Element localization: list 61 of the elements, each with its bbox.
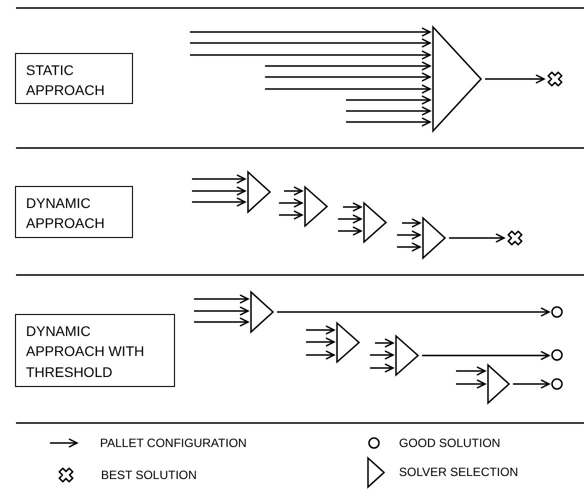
arrow <box>346 106 431 116</box>
arrow <box>284 186 303 196</box>
arrow <box>190 50 431 60</box>
legend-label: BEST SOLUTION <box>101 468 197 482</box>
arrow <box>265 61 431 71</box>
arrow <box>190 38 431 48</box>
approach-label: DYNAMIC APPROACH <box>26 194 106 234</box>
arrow <box>370 363 394 373</box>
circle-mark <box>551 378 563 390</box>
arrow <box>485 74 545 84</box>
arrow <box>375 338 394 348</box>
circle-mark <box>551 306 563 318</box>
approach-box <box>15 186 133 238</box>
arrow <box>190 27 431 37</box>
arrow <box>402 218 421 228</box>
arrow <box>370 350 394 360</box>
arrow <box>306 350 335 360</box>
approach-box <box>15 53 133 104</box>
approach-label: STATIC APPROACH <box>26 61 106 100</box>
approach-box <box>15 314 175 387</box>
arrow <box>397 242 421 252</box>
triangle-shape <box>336 322 360 363</box>
arrow <box>306 325 335 335</box>
arrow <box>338 226 362 236</box>
arrow <box>192 174 246 184</box>
triangle-shape <box>487 364 510 404</box>
arrow <box>277 307 550 317</box>
arrow <box>265 72 431 82</box>
arrow <box>279 210 303 220</box>
arrow <box>194 294 249 304</box>
arrow <box>513 379 550 389</box>
arrow <box>343 202 362 212</box>
arrow <box>192 186 246 196</box>
arrow <box>194 317 249 327</box>
triangle-shape <box>395 335 419 376</box>
approach-label: DYNAMIC APPROACH WITH THRESHOLD <box>26 322 146 382</box>
arrow <box>265 84 431 94</box>
arrow <box>306 337 335 347</box>
arrow <box>422 350 550 360</box>
legend-label: PALLET CONFIGURATION <box>100 436 247 450</box>
cross-mark <box>506 229 524 247</box>
triangle-shape <box>247 171 271 213</box>
arrow <box>449 233 505 243</box>
arrow <box>279 198 303 208</box>
arrow <box>397 230 421 240</box>
arrow <box>346 117 431 127</box>
triangle-shape <box>304 186 328 227</box>
arrow <box>192 197 246 207</box>
legend-label: GOOD SOLUTION <box>399 436 500 450</box>
triangle-shape <box>250 291 274 333</box>
triangle-shape <box>422 217 446 259</box>
arrow <box>338 214 362 224</box>
circle-mark <box>551 349 563 361</box>
triangle-shape <box>432 26 482 132</box>
arrow <box>346 95 431 105</box>
triangle-shape <box>363 202 387 243</box>
arrow <box>194 306 249 316</box>
legend-label: SOLVER SELECTION <box>399 465 518 479</box>
cross-mark <box>546 70 564 88</box>
arrow <box>456 379 486 389</box>
arrow <box>456 366 486 376</box>
